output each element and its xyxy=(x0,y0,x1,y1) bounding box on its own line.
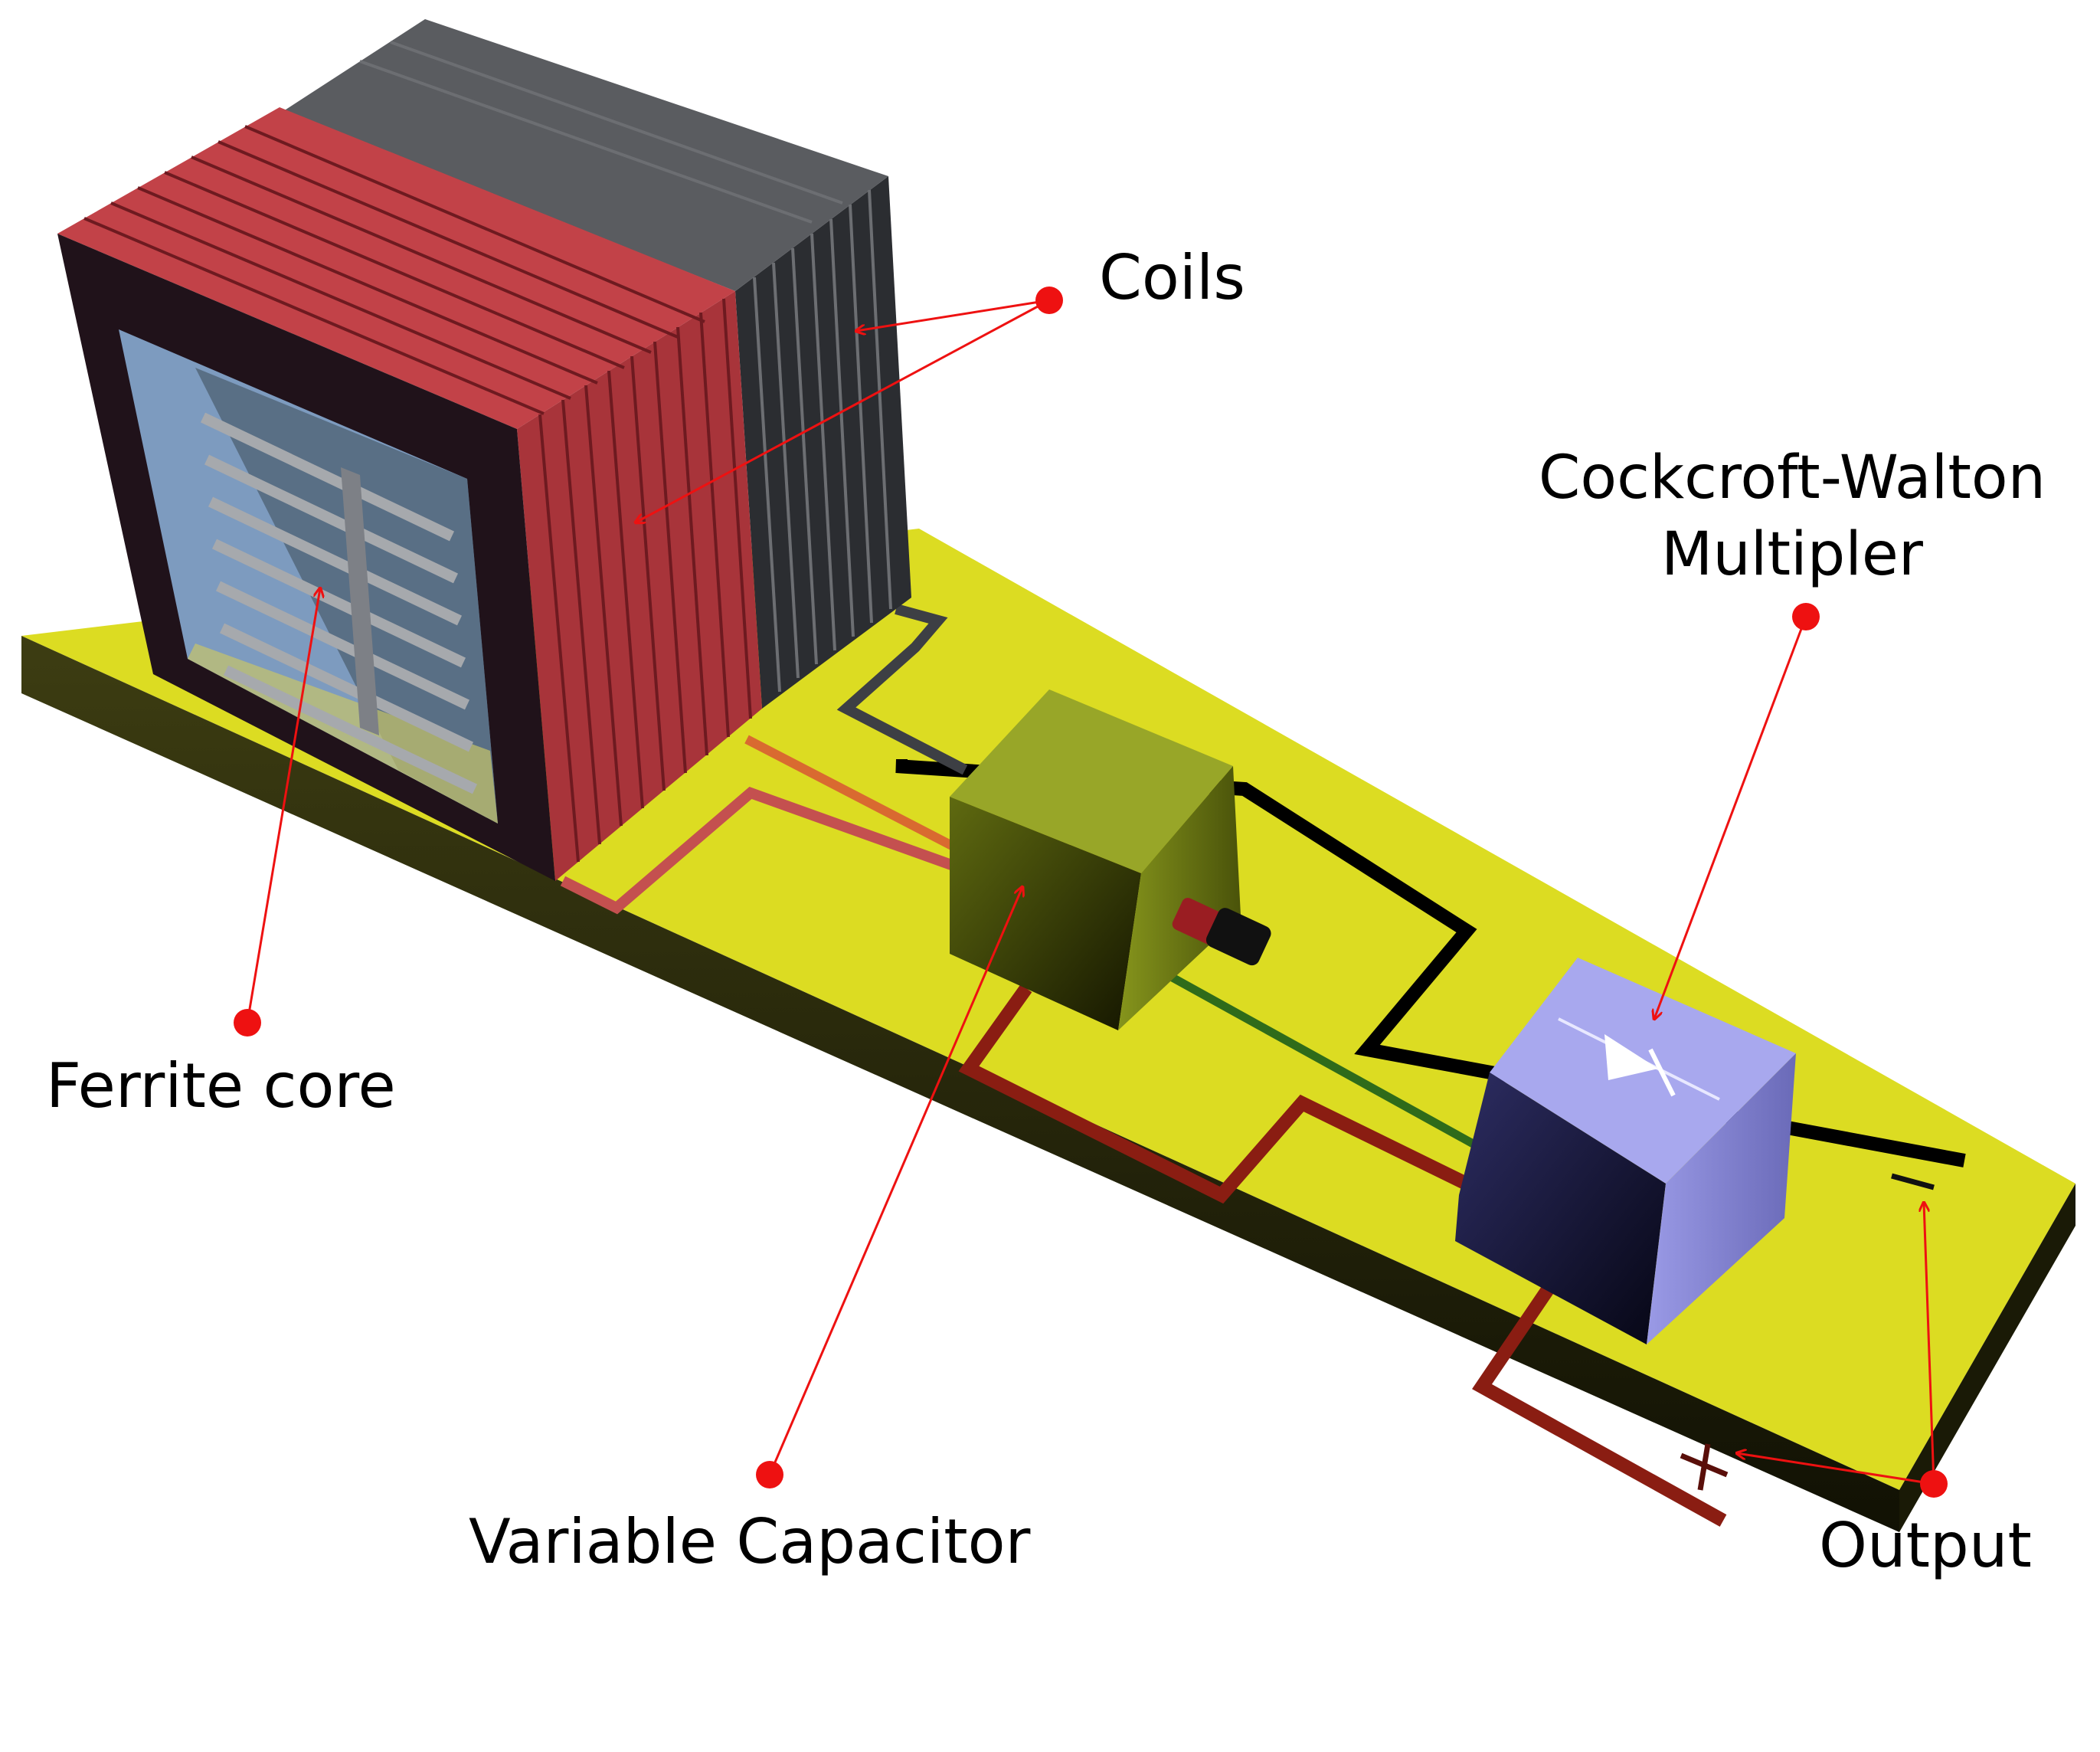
circuit-traces xyxy=(560,604,1966,1527)
label-cockcroft-walton: Cockcroft-Walton xyxy=(1539,444,2046,513)
dot-variable-capacitor xyxy=(756,1461,783,1488)
ferrite-core-and-coils xyxy=(57,19,911,881)
label-ferrite-core: Ferrite core xyxy=(46,1050,396,1122)
arrow-coils-red xyxy=(636,299,1050,522)
label-variable-capacitor: Variable Capacitor xyxy=(469,1506,1031,1577)
capacitor-right xyxy=(1118,766,1241,1030)
coils-red-top xyxy=(57,107,735,429)
arrow-variable-capacitor xyxy=(768,887,1022,1475)
arrow-output-plus xyxy=(1737,1453,1935,1485)
label-output: Output xyxy=(1819,1510,2032,1581)
arrow-coils-gray xyxy=(856,299,1050,331)
label-multiplier: Multipler xyxy=(1661,520,1924,589)
output-terminals xyxy=(1680,1173,1935,1491)
arrow-output-minus xyxy=(1924,1203,1935,1485)
annotation-arrows xyxy=(246,299,1935,1485)
multiplier-front xyxy=(1455,1072,1666,1344)
trace-pink-coil-lead xyxy=(560,787,956,915)
dot-output xyxy=(1920,1470,1948,1498)
arrow-ferrite-core xyxy=(246,588,320,1023)
trace-gray-coil-lead xyxy=(836,604,968,775)
dot-coils xyxy=(1035,287,1063,314)
capacitor-knob xyxy=(1172,898,1271,966)
labels: Coils Cockcroft-Walton Multipler Ferrite… xyxy=(46,242,2046,1581)
plus-symbol xyxy=(1680,1443,1729,1491)
arrow-multiplier xyxy=(1654,616,1807,1019)
dot-multiplier xyxy=(1792,603,1820,630)
coils-red-front xyxy=(517,291,762,881)
annotation-dots xyxy=(234,287,1948,1498)
coils-red-stripes xyxy=(83,125,752,863)
board-right-edge xyxy=(1899,1184,2075,1532)
capacitor-top xyxy=(950,689,1233,873)
minus-symbol xyxy=(1891,1173,1935,1190)
variable-capacitor-component xyxy=(950,689,1271,1030)
dot-ferrite-core xyxy=(234,1009,261,1036)
ferrite-lamination-gap xyxy=(341,467,379,735)
trace-red-output xyxy=(1472,1275,1727,1527)
trace-orange-coil-lead xyxy=(744,735,956,851)
multiplier-right xyxy=(1647,1053,1796,1344)
trace-black-negative xyxy=(895,759,1966,1167)
coils-gray-stripes xyxy=(359,41,892,693)
multiplier-component xyxy=(1455,958,1796,1344)
ferrite-inner-shadow xyxy=(195,368,498,824)
trace-red-positive xyxy=(958,984,1493,1204)
trace-green xyxy=(1162,969,1492,1157)
ferrite-core-laminations xyxy=(200,412,478,794)
capacitor-front xyxy=(950,797,1141,1030)
diode-icon xyxy=(1558,1017,1720,1101)
board-left-edge xyxy=(21,636,1899,1532)
label-coils: Coils xyxy=(1099,242,1245,313)
